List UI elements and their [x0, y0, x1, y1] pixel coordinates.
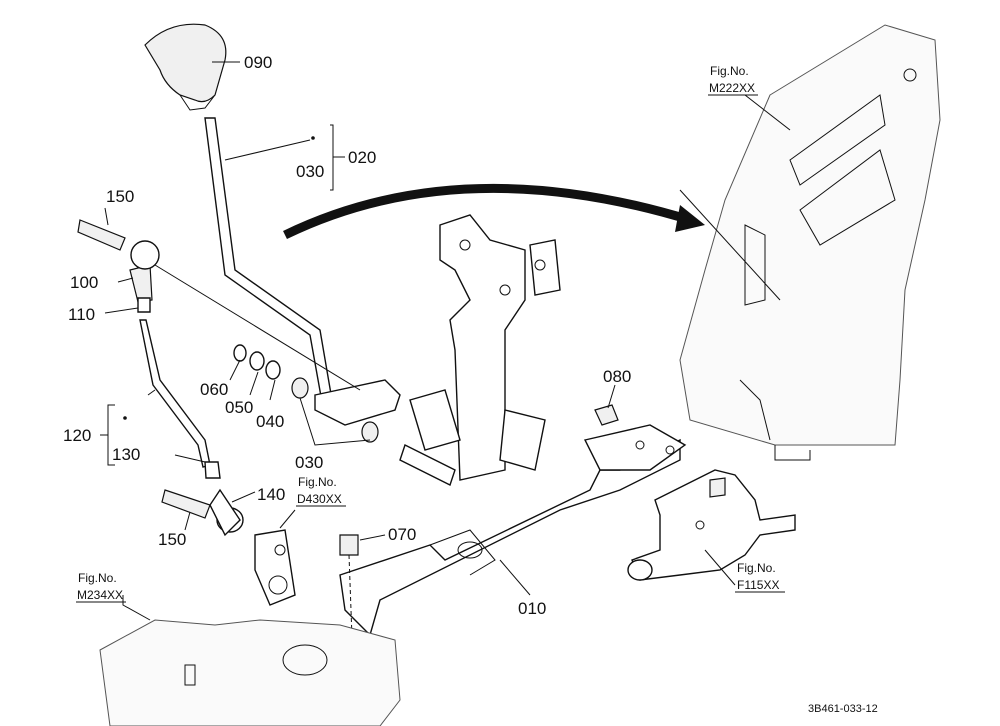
fig-ref-f115-code: F115XX	[737, 578, 779, 592]
link-rod	[77, 219, 244, 537]
fig-ref-m234-label: Fig.No.	[78, 571, 117, 585]
callout-080: 080	[603, 367, 631, 386]
callout-040: 040	[256, 412, 284, 431]
callout-020: 020	[348, 148, 376, 167]
drawing-code: 3B461-033-12	[808, 703, 878, 715]
fig-ref-m234-code: M234XX	[77, 588, 123, 602]
callout-120: 120	[63, 426, 91, 445]
fig-ref-d430-label: Fig.No.	[298, 475, 337, 489]
callout-110: 110	[68, 305, 95, 324]
fig-ref-d430-code: D430XX	[297, 492, 342, 506]
lower-base-block	[99, 619, 401, 726]
side-bracket	[627, 469, 796, 581]
callout-030-upper: 030	[296, 162, 324, 181]
callout-050: 050	[225, 398, 253, 417]
lower-fitting	[254, 529, 296, 606]
washers	[233, 344, 281, 380]
pivot-shaft	[291, 377, 456, 486]
callout-090: 090	[244, 53, 272, 72]
fig-ref-f115-label: Fig.No.	[737, 561, 776, 575]
lever-bracket	[409, 214, 561, 481]
callout-150-lower: 150	[158, 530, 186, 549]
side-cover-panel	[679, 24, 941, 461]
curved-arrow	[283, 183, 705, 240]
callout-030-lower: 030	[295, 453, 323, 472]
fig-ref-m222-code: M222XX	[709, 81, 755, 95]
callout-060: 060	[200, 380, 228, 399]
callout-100: 100	[70, 273, 98, 292]
callout-130: 130	[112, 445, 140, 464]
callout-150-upper: 150	[106, 187, 134, 206]
callout-010: 010	[518, 599, 546, 618]
fig-ref-m222-label: Fig.No.	[710, 64, 749, 78]
shift-knob	[144, 23, 227, 111]
callout-070: 070	[388, 525, 416, 544]
leader-arrow-panel	[679, 189, 781, 301]
nut-080	[594, 404, 619, 426]
shift-lever-rod	[204, 117, 333, 403]
base-plate	[339, 424, 687, 637]
leader-lines	[100, 61, 736, 621]
callout-140: 140	[257, 485, 285, 504]
